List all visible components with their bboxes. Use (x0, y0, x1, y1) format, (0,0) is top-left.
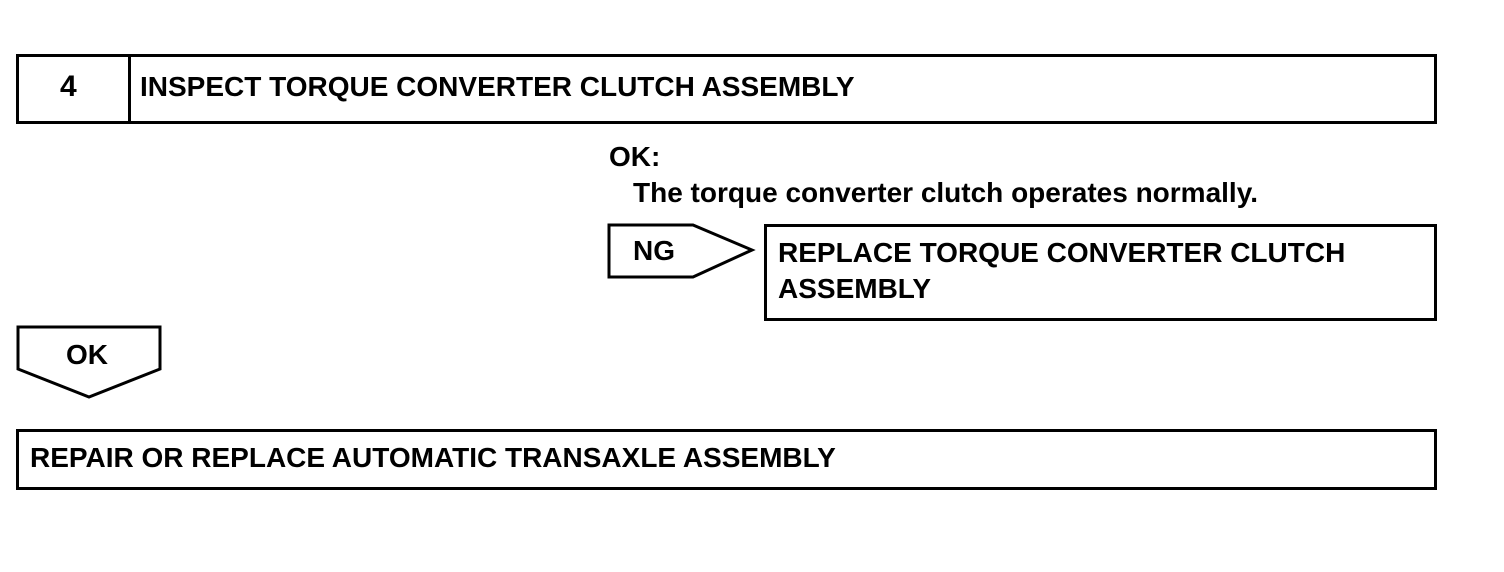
ok-arrow-shape (16, 325, 162, 399)
ng-action-line2: ASSEMBLY (778, 273, 932, 304)
ok-action: REPAIR OR REPLACE AUTOMATIC TRANSAXLE AS… (30, 442, 836, 473)
ok-label: OK (66, 339, 108, 370)
ng-arrow-shape (607, 223, 756, 279)
step-title: INSPECT TORQUE CONVERTER CLUTCH ASSEMBLY (140, 71, 855, 102)
ng-action-line1: REPLACE TORQUE CONVERTER CLUTCH (778, 237, 1346, 268)
ok-condition-label: OK: (609, 141, 661, 172)
ok-action-box (16, 429, 1437, 490)
step-number: 4 (60, 70, 77, 103)
ng-label: NG (633, 235, 675, 266)
step-header-box (16, 54, 1437, 124)
ok-condition-text: The torque converter clutch operates nor… (633, 177, 1258, 208)
step-number-divider (128, 57, 131, 121)
ng-action-box (764, 224, 1437, 321)
